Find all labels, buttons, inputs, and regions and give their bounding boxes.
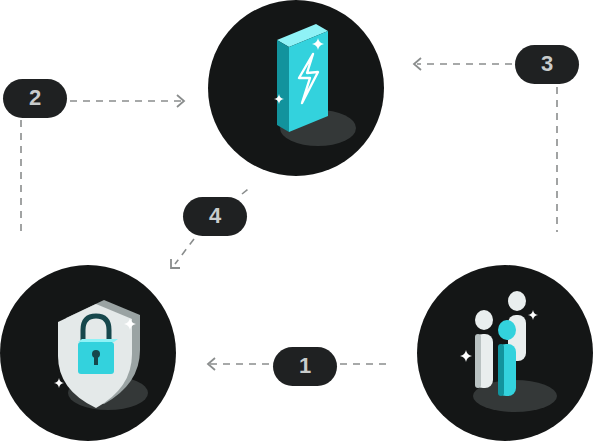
illustration-part <box>460 350 472 362</box>
shield-lock-icon <box>0 265 176 441</box>
illustration-part <box>78 342 114 374</box>
callout-pill: 3 <box>515 45 579 84</box>
illustration-part <box>210 363 269 365</box>
callout-pill: 2 <box>3 79 67 118</box>
illustration-part <box>312 38 324 50</box>
illustration-part <box>299 54 318 103</box>
illustration-part <box>124 318 136 330</box>
lightning-box-icon <box>208 0 384 176</box>
illustration-part <box>289 31 328 132</box>
illustration-part <box>556 87 558 232</box>
callout-pill: 1 <box>273 347 337 386</box>
illustration-part <box>414 58 421 70</box>
illustration-part <box>277 40 289 132</box>
illustration-part <box>417 265 593 441</box>
illustration-part <box>54 378 64 388</box>
illustration-part <box>171 259 180 268</box>
illustration-part <box>94 355 98 365</box>
illustration-part <box>208 0 384 176</box>
illustration-part <box>177 95 184 107</box>
callout-number: 2 <box>29 87 41 109</box>
illustration-part <box>242 186 252 194</box>
illustration-part <box>274 94 284 104</box>
illustration-part <box>498 344 516 396</box>
people-icon <box>417 265 593 441</box>
callout-number: 3 <box>541 53 553 75</box>
illustration-part <box>58 304 132 408</box>
illustration-part <box>475 334 493 388</box>
illustration-part <box>175 239 194 264</box>
illustration-part <box>340 363 386 365</box>
illustration-part <box>208 358 215 370</box>
illustration-part <box>475 334 481 388</box>
callout-number: 4 <box>209 205 221 227</box>
callout-number: 1 <box>299 355 311 377</box>
illustration-part <box>417 63 512 65</box>
illustration-part <box>20 120 22 232</box>
illustration-part <box>475 310 493 330</box>
illustration-part <box>70 100 182 102</box>
illustration-part <box>78 339 118 342</box>
callout-pill: 4 <box>183 197 247 236</box>
illustration-part <box>0 265 176 441</box>
illustration-part <box>498 320 516 340</box>
illustration-part <box>508 291 526 311</box>
illustration-part <box>498 344 504 396</box>
illustration-part <box>528 310 538 320</box>
